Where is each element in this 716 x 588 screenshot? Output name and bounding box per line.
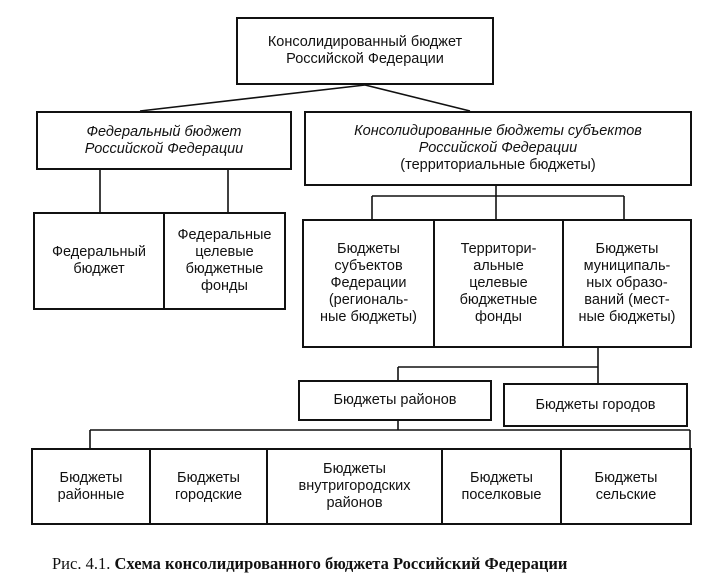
- node-district-budgets: Бюджеты районов: [298, 380, 492, 421]
- label-line: ваний (мест-: [584, 292, 670, 308]
- label-line: Бюджеты городов: [535, 396, 656, 413]
- label-line: сельские: [595, 486, 657, 503]
- label-line: Бюджеты: [594, 469, 658, 486]
- connector-root-to-federal: [139, 84, 366, 112]
- label-line: бюджетные: [185, 261, 264, 277]
- label-line: Бюджеты: [177, 469, 240, 486]
- label-line: альные: [473, 258, 524, 274]
- label-line: фонды: [475, 309, 522, 325]
- label-line: Федеральный бюджет: [86, 123, 242, 140]
- label-line: Консолидированный бюджет: [267, 34, 463, 50]
- label-line: Бюджеты районов: [333, 392, 457, 408]
- label-line: Российской Федерации: [286, 51, 444, 67]
- label-line: субъектов: [334, 258, 403, 274]
- label-line: ные бюджеты): [319, 309, 418, 325]
- figure-caption: Рис. 4.1. Схема консолидированного бюдже…: [52, 554, 672, 574]
- node-city-budgets: Бюджеты городов: [503, 383, 688, 427]
- label-line: бюджетные: [459, 292, 538, 308]
- label-line: районные: [57, 486, 125, 503]
- label-line: ных образо-: [586, 275, 668, 291]
- label-line: Бюджеты: [470, 469, 533, 486]
- label-line: целевые: [469, 275, 528, 291]
- connector-root-to-subjects: [364, 84, 471, 112]
- label-line: Российской Федерации: [418, 140, 578, 156]
- caption-prefix: Рис. 4.1.: [52, 554, 111, 573]
- label-line: (региональ-: [328, 292, 409, 308]
- node-district-budgets-label: Бюджеты районов: [334, 392, 457, 409]
- label-line: Федерации: [330, 275, 407, 291]
- label-line: Территори-: [460, 241, 537, 257]
- label-line: Бюджеты: [595, 241, 659, 257]
- label-line: Консолидированные бюджеты субъектов: [354, 123, 642, 139]
- label-line: Бюджеты: [59, 469, 123, 486]
- label-line: Бюджеты: [337, 241, 400, 257]
- label-line: бюджет: [73, 261, 125, 277]
- label-line: (территориальные бюджеты): [400, 157, 596, 173]
- label-line: целевые: [195, 244, 254, 260]
- label-line: городские: [174, 486, 243, 503]
- node-city-budgets-label: Бюджеты городов: [536, 397, 656, 414]
- label-line: муниципаль-: [583, 258, 671, 274]
- label-line: фонды: [201, 278, 248, 294]
- label-line: Бюджеты: [323, 461, 386, 477]
- label-line: Федеральные: [177, 227, 272, 243]
- label-line: районов: [326, 495, 383, 511]
- label-line: ные бюджеты): [578, 309, 676, 325]
- caption-title: Схема консолидированного бюджета Российс…: [114, 554, 568, 573]
- label-line: поселковые: [461, 486, 542, 503]
- label-line: Федеральный: [52, 244, 146, 260]
- label-line: внутригородских: [298, 478, 411, 494]
- label-line: Российской Федерации: [84, 140, 244, 157]
